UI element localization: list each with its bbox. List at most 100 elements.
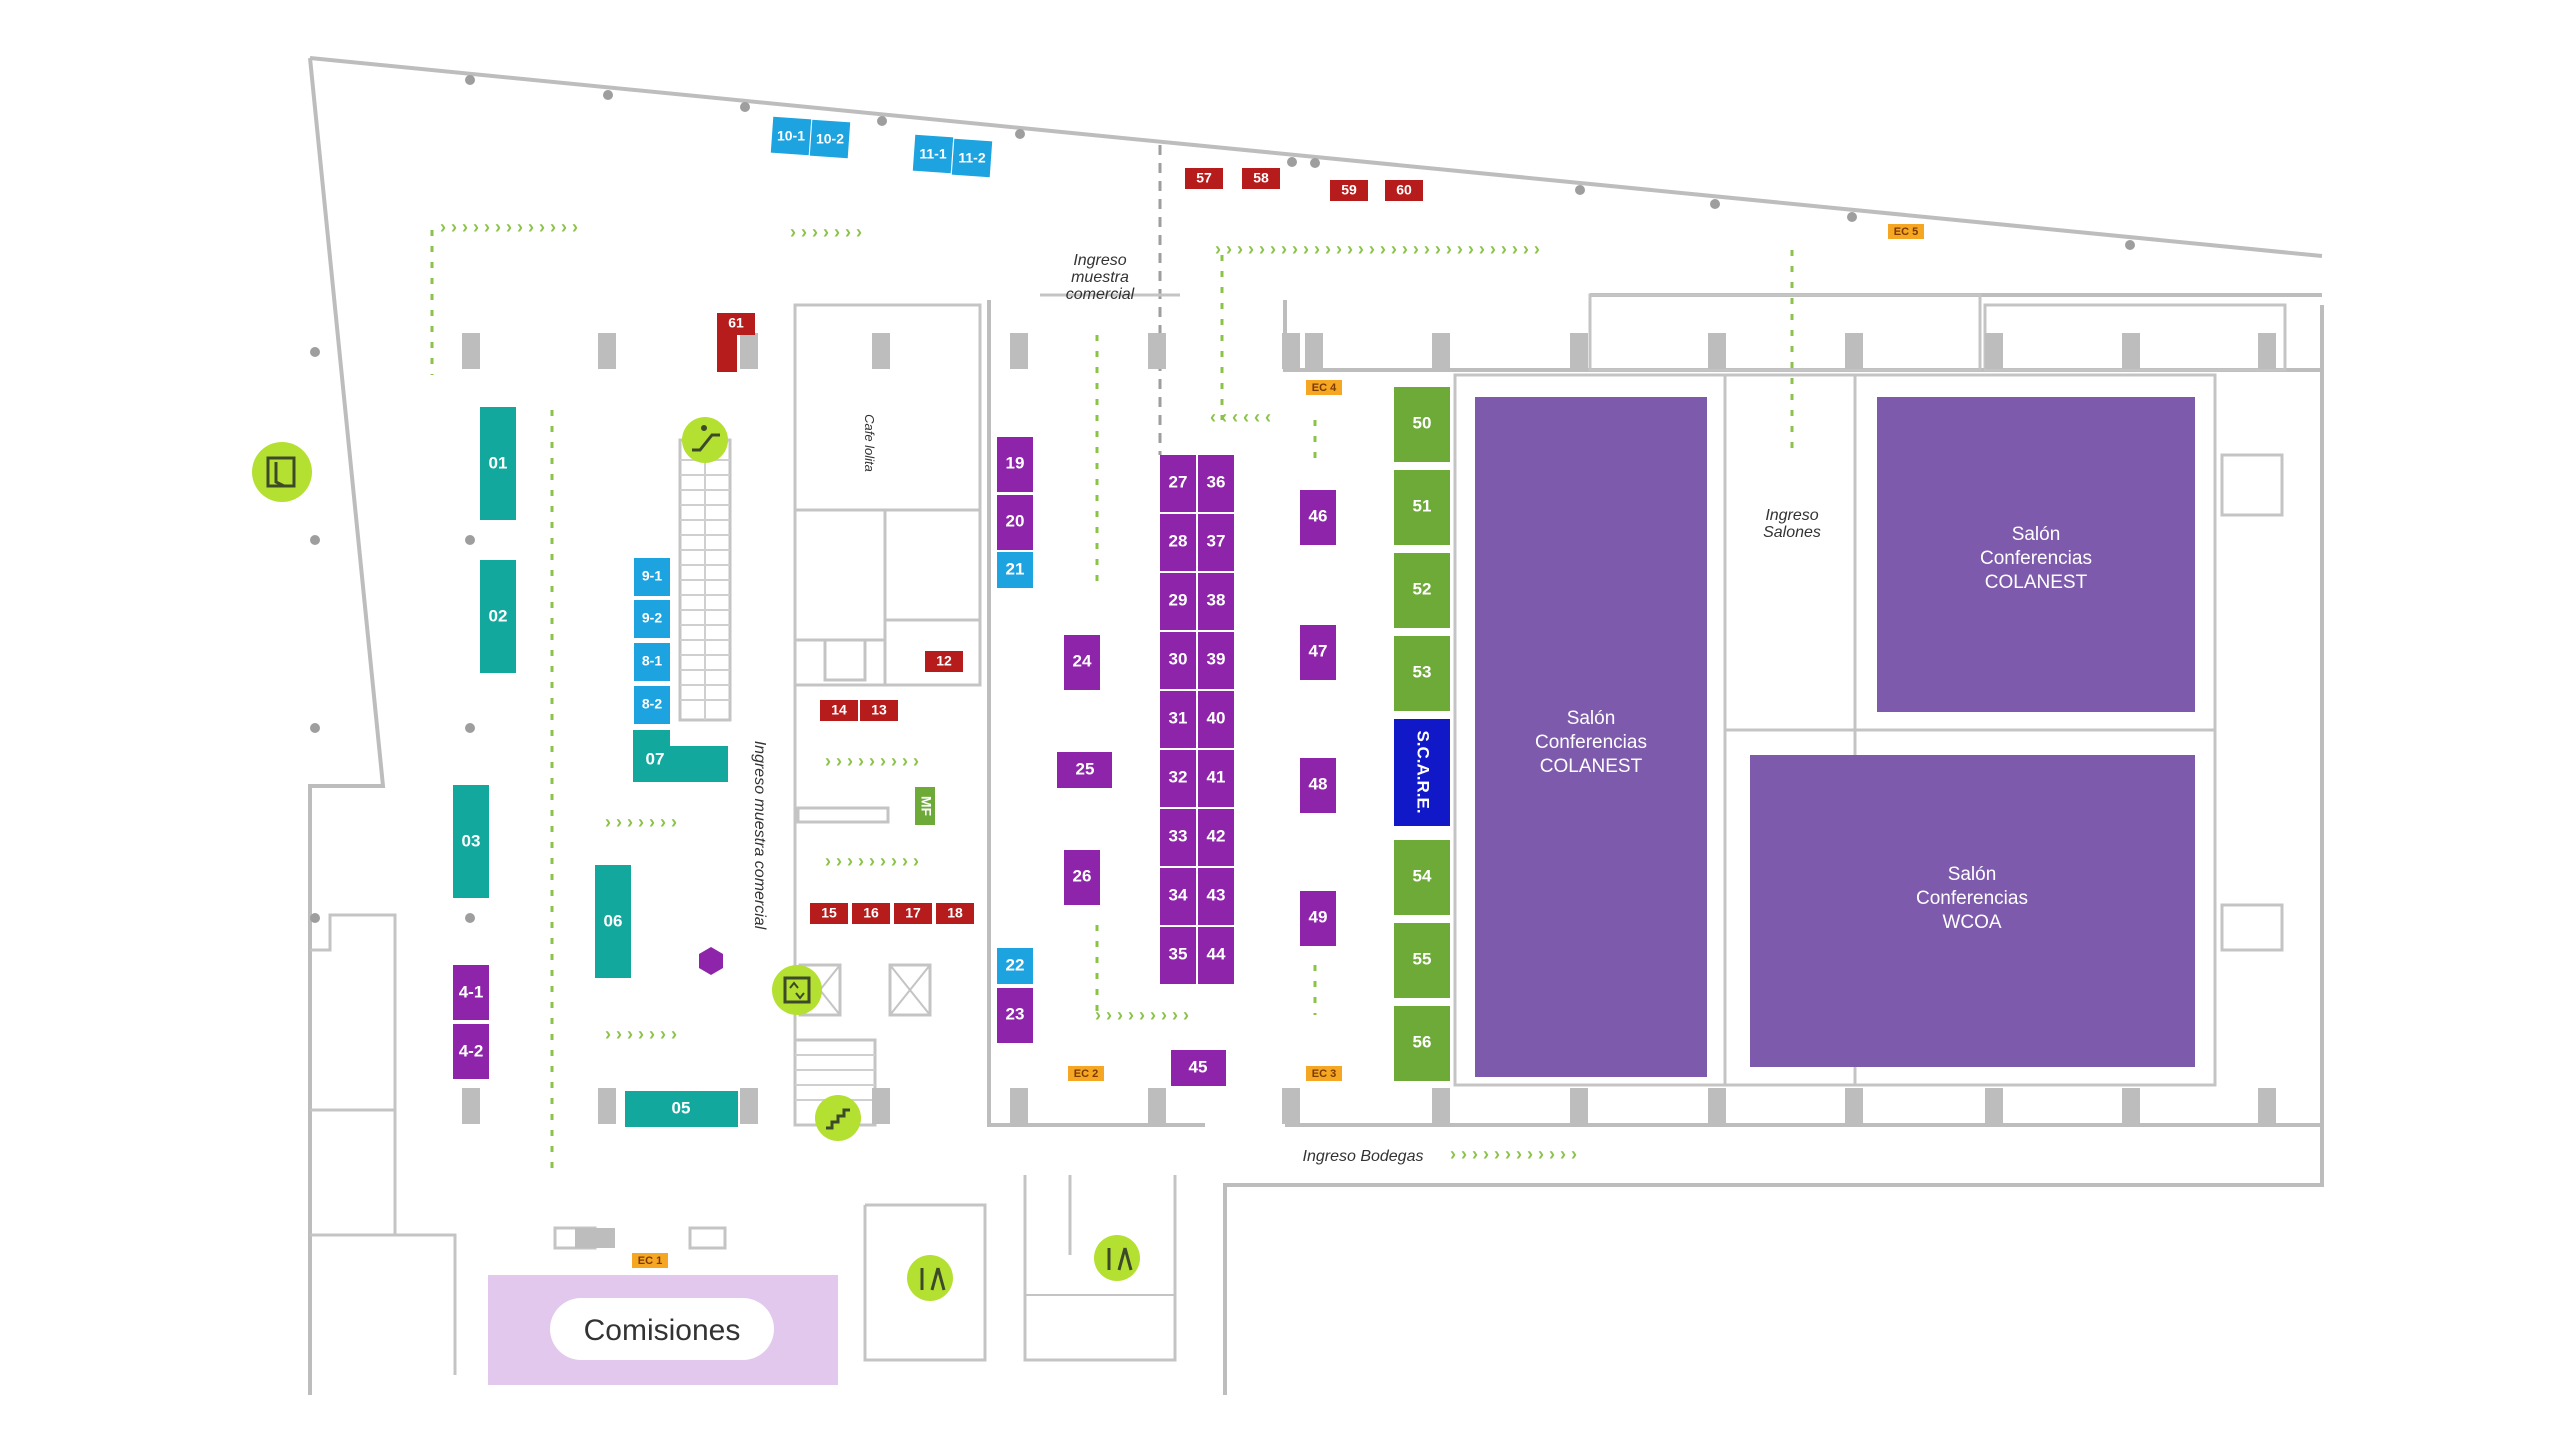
path-chevrons: › › › › › › › › › › › › (1450, 1144, 1577, 1164)
hall-colanest-right[interactable]: Salón Conferencias COLANEST (1877, 397, 2195, 712)
booth-scare[interactable]: S.C.A.R.E. (1394, 719, 1450, 826)
booth-42[interactable]: 42 (1198, 809, 1234, 866)
booth-55[interactable]: 55 (1394, 923, 1450, 998)
booth-36[interactable]: 36 (1198, 455, 1234, 512)
booth-60[interactable]: 60 (1385, 180, 1423, 201)
booth-label: 9-2 (642, 610, 662, 626)
booth-10-2[interactable]: 10-2 (809, 119, 851, 159)
booth-17[interactable]: 17 (894, 903, 932, 924)
booth-35[interactable]: 35 (1160, 927, 1196, 984)
booth-43[interactable]: 43 (1198, 868, 1234, 925)
booth-47[interactable]: 47 (1300, 625, 1336, 680)
booth-28[interactable]: 28 (1160, 514, 1196, 571)
booth-27[interactable]: 27 (1160, 455, 1196, 512)
booth-05[interactable]: 05 (625, 1091, 738, 1127)
booth-21[interactable]: 21 (997, 552, 1033, 588)
booth-51[interactable]: 51 (1394, 470, 1450, 545)
booth-23[interactable]: 23 (997, 988, 1033, 1043)
booth-label: 45 (1189, 1057, 1208, 1076)
booth-54[interactable]: 54 (1394, 840, 1450, 915)
booth-32[interactable]: 32 (1160, 750, 1196, 807)
booth-37[interactable]: 37 (1198, 514, 1234, 571)
booth-9-2[interactable]: 9-2 (634, 600, 670, 638)
booth-label: 9-1 (642, 568, 662, 584)
booth-46[interactable]: 46 (1300, 490, 1336, 545)
booth-label: 20 (1006, 511, 1025, 530)
booth-44[interactable]: 44 (1198, 927, 1234, 984)
booth-19[interactable]: 19 (997, 437, 1033, 492)
booth-9-1[interactable]: 9-1 (634, 558, 670, 596)
hall-colanest-left[interactable]: Salón Conferencias COLANEST (1475, 397, 1707, 1077)
hall-label: Salón (1948, 864, 1997, 885)
restroom-icon (907, 1255, 953, 1301)
booth-02[interactable]: 02 (480, 560, 516, 673)
booth-label: 02 (489, 606, 508, 625)
booth-13[interactable]: 13 (860, 700, 898, 721)
booth-40[interactable]: 40 (1198, 691, 1234, 748)
booth-41[interactable]: 41 (1198, 750, 1234, 807)
escalator-icon (682, 417, 728, 463)
ec-label: EC 1 (638, 1255, 662, 1267)
booth-48[interactable]: 48 (1300, 758, 1336, 813)
booth-50[interactable]: 50 (1394, 387, 1450, 462)
booth-22[interactable]: 22 (997, 948, 1033, 984)
map-note: Ingreso (1073, 252, 1126, 269)
booth-49[interactable]: 49 (1300, 891, 1336, 946)
booth-10-1[interactable]: 10-1 (770, 116, 812, 156)
booth-56[interactable]: 56 (1394, 1006, 1450, 1081)
booth-03[interactable]: 03 (453, 785, 489, 898)
comisiones-area[interactable]: Comisiones (488, 1275, 838, 1385)
booth-label: 60 (1396, 182, 1412, 198)
booth-11-1[interactable]: 11-1 (912, 134, 954, 174)
booth-34[interactable]: 34 (1160, 868, 1196, 925)
booth-4-2[interactable]: 4-2 (453, 1024, 489, 1079)
booth-label: 03 (462, 831, 481, 850)
booth-label: 10-1 (777, 128, 805, 144)
booth-58[interactable]: 58 (1242, 168, 1280, 189)
booth-4-1[interactable]: 4-1 (453, 965, 489, 1020)
booth-18[interactable]: 18 (936, 903, 974, 924)
booth-8-2[interactable]: 8-2 (634, 686, 670, 724)
booth-31[interactable]: 31 (1160, 691, 1196, 748)
booth-30[interactable]: 30 (1160, 632, 1196, 689)
booth-label: 22 (1006, 955, 1025, 974)
ec-label: EC 5 (1894, 226, 1918, 238)
booth-24[interactable]: 24 (1064, 635, 1100, 690)
booth-14[interactable]: 14 (820, 700, 858, 721)
booth-8-1[interactable]: 8-1 (634, 643, 670, 681)
cafe-label: Cafe lolita (862, 414, 877, 472)
booth-label: 33 (1169, 826, 1188, 845)
booth-33[interactable]: 33 (1160, 809, 1196, 866)
booth-25[interactable]: 25 (1057, 752, 1112, 788)
booth-26[interactable]: 26 (1064, 850, 1100, 905)
booth-57[interactable]: 57 (1185, 168, 1223, 189)
booth-label: 34 (1169, 885, 1188, 904)
booth-06[interactable]: 06 (595, 865, 631, 978)
booth-label: 18 (947, 905, 963, 921)
booth-38[interactable]: 38 (1198, 573, 1234, 630)
booth-label: 44 (1207, 944, 1226, 963)
booth-label: 23 (1006, 1004, 1025, 1023)
booth-12[interactable]: 12 (925, 651, 963, 672)
booth-29[interactable]: 29 (1160, 573, 1196, 630)
booth-label: 56 (1413, 1032, 1432, 1051)
booth-20[interactable]: 20 (997, 495, 1033, 550)
booth-39[interactable]: 39 (1198, 632, 1234, 689)
booth-07[interactable]: 07 (633, 730, 728, 782)
booth-11-2[interactable]: 11-2 (951, 138, 993, 178)
booth-01[interactable]: 01 (480, 407, 516, 520)
ec-label: EC 2 (1074, 1068, 1098, 1080)
booth-45[interactable]: 45 (1171, 1050, 1226, 1086)
booth-61[interactable]: 61 (717, 313, 755, 372)
booth-label: 14 (831, 702, 847, 718)
booth-16[interactable]: 16 (852, 903, 890, 924)
booth-53[interactable]: 53 (1394, 636, 1450, 711)
booth-59[interactable]: 59 (1330, 180, 1368, 201)
ec-marker-3: EC 3 (1306, 1066, 1342, 1081)
hall-wcoa[interactable]: Salón Conferencias WCOA (1750, 755, 2195, 1067)
booth-15[interactable]: 15 (810, 903, 848, 924)
booth-52[interactable]: 52 (1394, 553, 1450, 628)
booth-label: 06 (604, 911, 623, 930)
booth-mf[interactable]: MF (915, 787, 935, 825)
booth-label: 05 (672, 1098, 691, 1117)
